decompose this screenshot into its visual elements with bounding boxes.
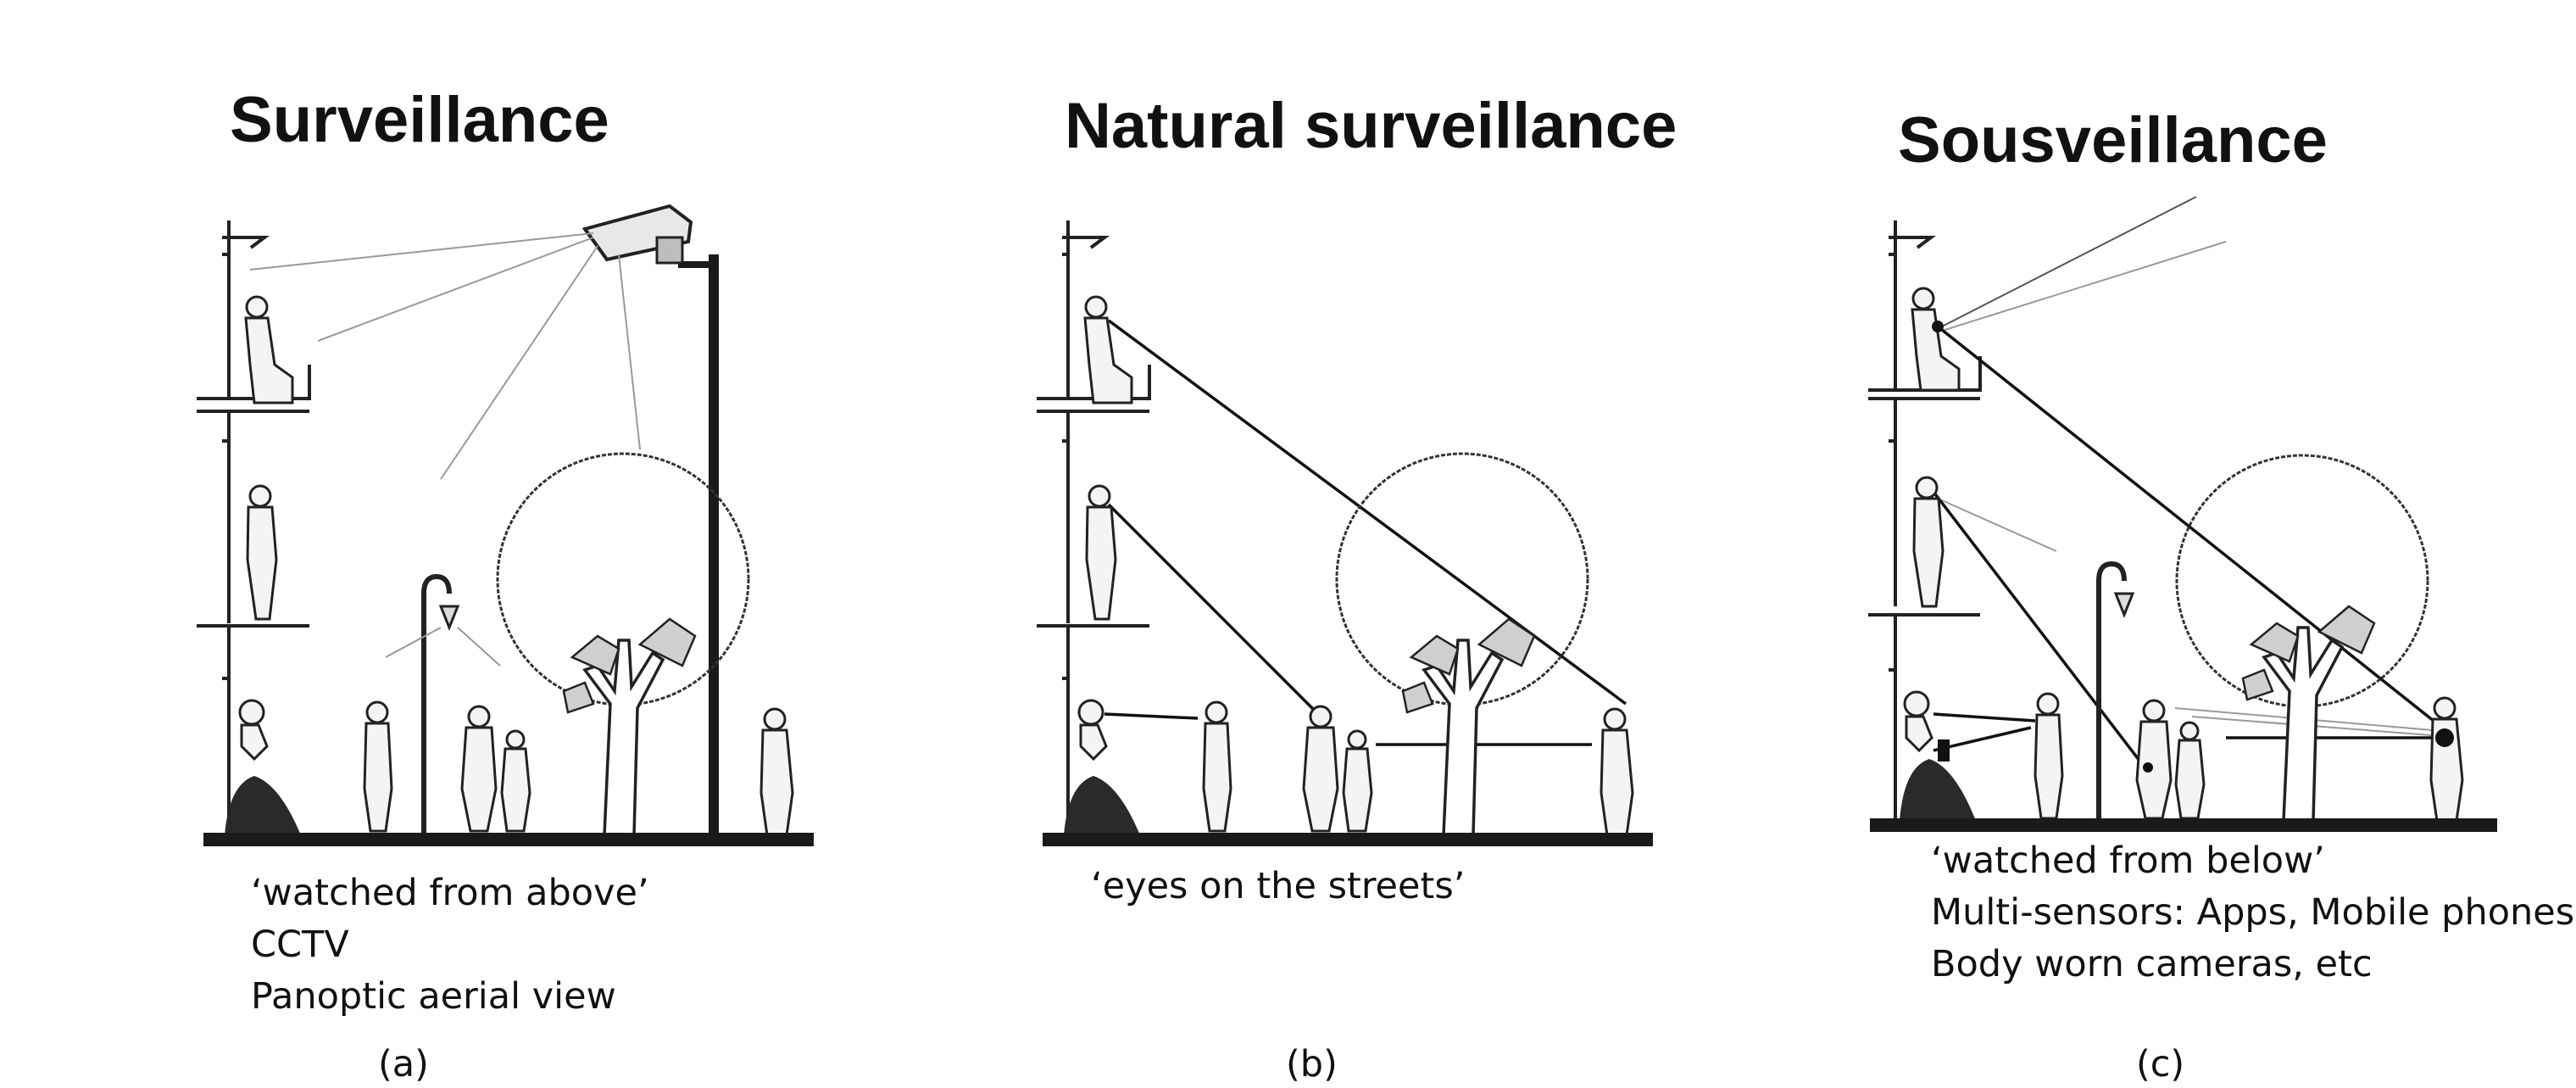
sousveillance-scene xyxy=(1868,196,2497,832)
ground-line xyxy=(1043,833,1653,846)
building-facade-icon xyxy=(197,220,311,835)
surveillance-scene xyxy=(197,204,814,846)
cctv-camera-icon xyxy=(581,204,719,840)
person-icon xyxy=(1077,295,1634,837)
bush-icon xyxy=(1900,759,1976,821)
mobile-phone-icon xyxy=(1938,739,1950,762)
panel-caption: ‘eyes on the streets’ xyxy=(1091,861,1465,912)
caption-line: Body worn cameras, etc xyxy=(1931,943,2373,985)
street-lamp-icon xyxy=(385,573,501,835)
natural-surveillance-scene xyxy=(1037,220,1653,846)
sightlines xyxy=(1104,319,1627,746)
panel-title: Sousveillance xyxy=(1898,104,2328,176)
panel-surveillance: Surveillance xyxy=(0,0,859,1088)
panel-natural-surveillance: Natural surveillance xyxy=(859,0,1717,1088)
person-icon xyxy=(238,295,794,837)
panel-title: Natural surveillance xyxy=(1065,90,1677,162)
caption-line: ‘eyes on the streets’ xyxy=(1091,865,1466,907)
panel-caption: ‘watched from above’ CCTV Panoptic aeria… xyxy=(251,868,649,1023)
bush-icon xyxy=(1064,776,1140,835)
caption-line: Panoptic aerial view xyxy=(251,975,616,1018)
ground-line xyxy=(203,833,814,846)
ground-line xyxy=(1870,818,2497,832)
street-lamp-icon xyxy=(2096,561,2135,821)
sightlines xyxy=(1932,325,2444,773)
panel-sousveillance: Sousveillance xyxy=(1717,0,2576,1088)
panel-title: Surveillance xyxy=(230,84,609,156)
caption-line: ‘watched from below’ xyxy=(1931,840,2325,882)
panel-caption: ‘watched from below’ Multi-sensors: Apps… xyxy=(1931,835,2576,990)
caption-line: CCTV xyxy=(251,923,349,966)
tree-icon xyxy=(496,452,750,837)
bush-icon xyxy=(225,776,301,835)
panel-label: (c) xyxy=(2136,1043,2185,1085)
caption-line: ‘watched from above’ xyxy=(251,872,649,914)
body-camera-icon xyxy=(2435,728,2454,747)
tree-icon xyxy=(1335,452,1589,837)
tree-icon xyxy=(2175,454,2429,823)
building-facade-icon xyxy=(1868,220,1982,823)
upward-rays xyxy=(1941,196,2227,552)
panel-label: (b) xyxy=(1286,1043,1338,1085)
panel-label: (a) xyxy=(378,1043,429,1085)
building-facade-icon xyxy=(1037,220,1151,835)
camera-view-rays xyxy=(249,232,641,480)
caption-line: Multi-sensors: Apps, Mobile phones, xyxy=(1931,891,2576,934)
